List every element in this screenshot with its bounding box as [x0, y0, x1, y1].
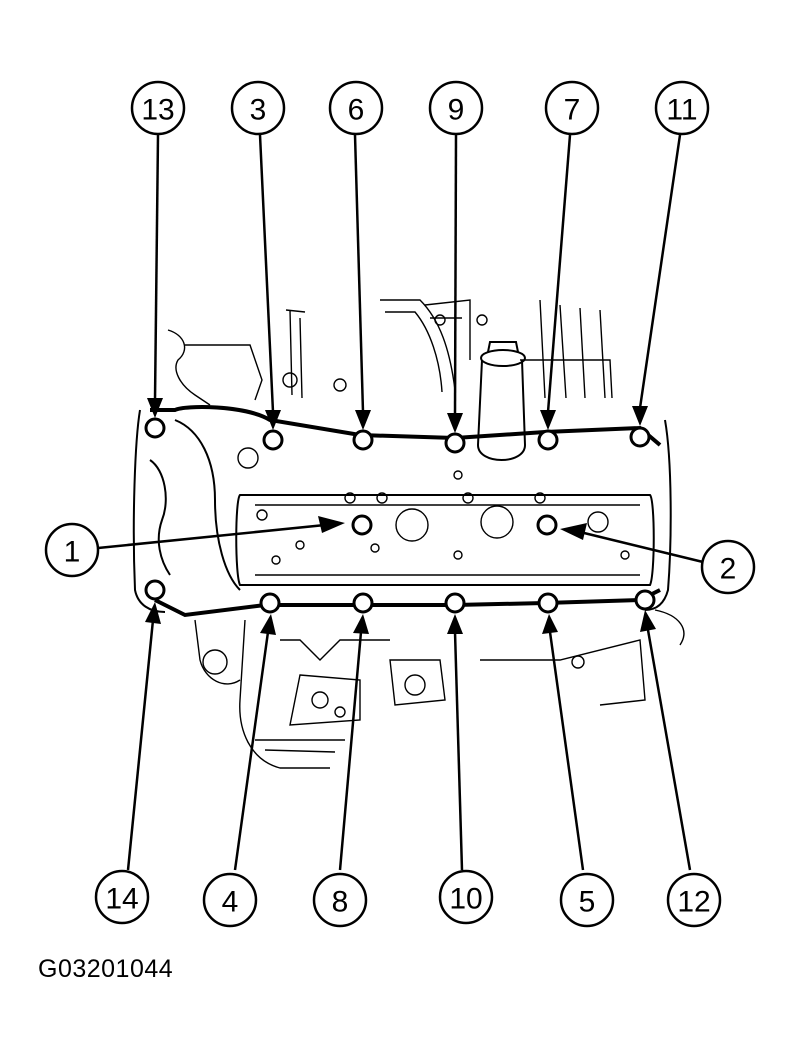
bolt-6 — [352, 429, 374, 451]
bolt-2 — [536, 514, 558, 536]
callout-14: 14 — [94, 869, 150, 925]
callout-10-label: 10 — [449, 883, 482, 916]
bolt-9 — [444, 432, 466, 454]
callout-6: 6 — [328, 80, 384, 136]
callout-7: 7 — [544, 80, 600, 136]
callout-4: 4 — [202, 872, 258, 928]
callout-3: 3 — [230, 80, 286, 136]
bolt-3 — [262, 429, 284, 451]
callout-8-label: 8 — [332, 886, 349, 919]
callout-10: 10 — [438, 869, 494, 925]
engine-illustration — [132, 299, 685, 769]
bolt-11 — [629, 426, 651, 448]
bolt-13 — [144, 417, 166, 439]
callout-13-label: 13 — [141, 94, 174, 127]
callout-12-label: 12 — [677, 886, 710, 919]
callout-11-label: 11 — [666, 94, 697, 127]
bolt-12 — [634, 589, 656, 611]
bolt-14 — [144, 579, 166, 601]
callout-2-label: 2 — [720, 553, 737, 586]
bolt-10 — [444, 592, 466, 614]
callout-4-label: 4 — [222, 886, 239, 919]
callout-1: 1 — [44, 522, 100, 578]
callout-11: 11 — [654, 80, 710, 136]
callouts: 13 3 6 9 7 11 1 2 — [44, 80, 756, 928]
bolt-8 — [352, 592, 374, 614]
callout-5-label: 5 — [579, 886, 596, 919]
bolt-1 — [351, 514, 373, 536]
callout-7-label: 7 — [564, 94, 581, 127]
bolt-heads — [144, 417, 656, 614]
callout-3-label: 3 — [250, 94, 267, 127]
callout-8: 8 — [312, 872, 368, 928]
callout-5: 5 — [559, 872, 615, 928]
callout-9-label: 9 — [448, 94, 465, 127]
bolt-5 — [537, 592, 559, 614]
callout-14-label: 14 — [105, 883, 138, 916]
bolt-4 — [259, 592, 281, 614]
figure-code: G03201044 — [38, 955, 174, 983]
callout-1-label: 1 — [64, 536, 81, 569]
callout-12: 12 — [666, 872, 722, 928]
bolt-7 — [537, 429, 559, 451]
callout-9: 9 — [428, 80, 484, 136]
leader-lines — [97, 134, 704, 871]
callout-13: 13 — [130, 80, 186, 136]
callout-2: 2 — [700, 539, 756, 595]
callout-6-label: 6 — [348, 94, 365, 127]
